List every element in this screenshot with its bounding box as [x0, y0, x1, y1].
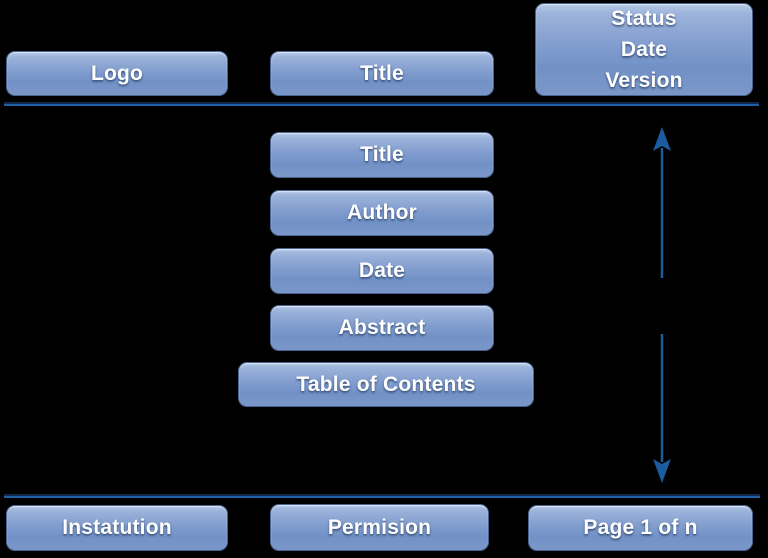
date-label: Date: [358, 259, 406, 282]
table-of-contents-box: Table of Contents: [238, 362, 534, 407]
permission-label: Permision: [327, 515, 432, 539]
vertical-double-arrow-icon: [646, 124, 678, 486]
permission-box: Permision: [270, 504, 489, 551]
header-title-label: Title: [360, 61, 404, 85]
institution-label: Instatution: [62, 516, 172, 539]
version-label: Version: [605, 69, 683, 92]
institution-box: Instatution: [6, 505, 228, 551]
status-date-version-box: Status Date Version: [535, 3, 753, 96]
abstract-box: Abstract: [270, 305, 494, 351]
logo-box: Logo: [6, 51, 228, 96]
logo-label: Logo: [90, 61, 144, 85]
author-label: Author: [346, 201, 417, 224]
table-of-contents-label: Table of Contents: [296, 372, 476, 396]
author-box: Author: [270, 190, 494, 236]
date-label: Date: [620, 38, 668, 61]
header-divider-line: [4, 102, 759, 106]
status-label: Status: [611, 7, 677, 30]
date-box: Date: [270, 248, 494, 294]
page-number-box: Page 1 of n: [528, 505, 753, 551]
abstract-label: Abstract: [338, 316, 426, 339]
footer-divider-line: [4, 494, 760, 498]
header-title-box: Title: [270, 51, 494, 96]
body-title-label: Title: [360, 143, 404, 166]
page-number-label: Page 1 of n: [583, 516, 698, 539]
body-title-box: Title: [270, 132, 494, 178]
